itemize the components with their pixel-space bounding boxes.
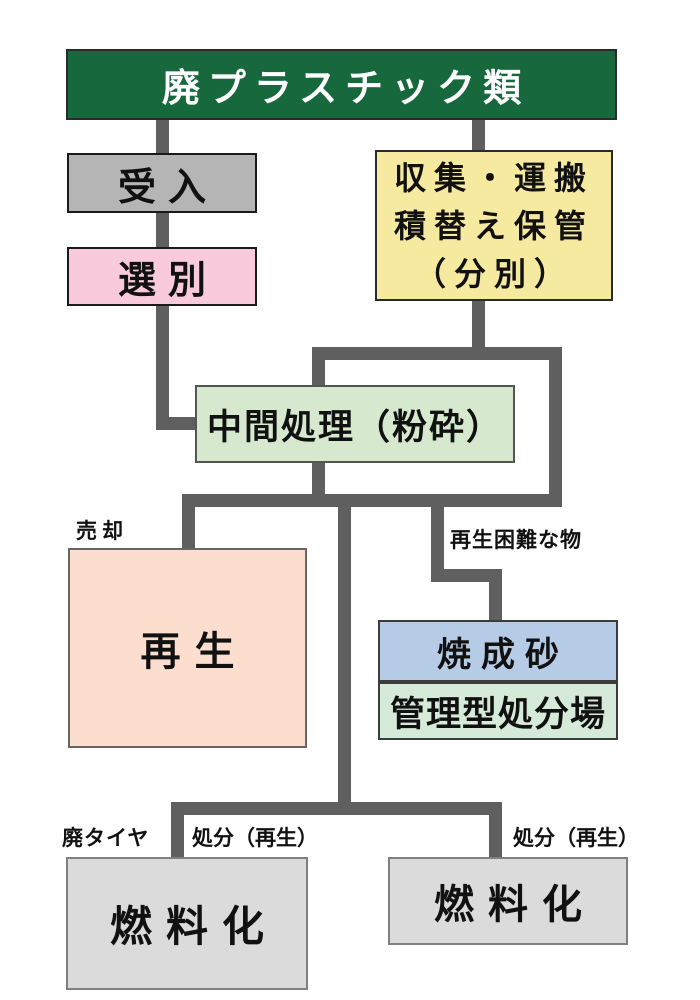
connector-senbetsu-elbow xyxy=(156,417,196,430)
node-collection-transport: 収集・運搬 積替え保管 （分別） xyxy=(375,150,613,301)
label-waste-tires: 廃タイヤ xyxy=(62,827,150,850)
label-sale: 売却 xyxy=(76,520,128,543)
connector-shushu-down xyxy=(472,301,485,353)
node-collection-line-3: （分別） xyxy=(413,255,574,292)
node-acceptance-label: 受入 xyxy=(117,166,218,209)
connector-to-shoseisa-v2 xyxy=(489,569,502,620)
node-fuel-conversion-left: 燃料化 xyxy=(66,857,308,990)
node-acceptance: 受入 xyxy=(67,153,257,213)
node-fuel-conversion-left-label: 燃料化 xyxy=(109,903,278,950)
node-fuel-conversion-right: 燃料化 xyxy=(388,857,628,945)
node-waste-plastics-label: 廃プラスチック類 xyxy=(161,68,530,110)
node-intermediate-processing: 中間処理（粉砕） xyxy=(195,385,515,463)
node-waste-plastics-header: 廃プラスチック類 xyxy=(66,49,617,120)
node-intermediate-processing-label: 中間処理（粉砕） xyxy=(206,407,503,447)
node-collection-line-2: 積替え保管 xyxy=(393,207,594,244)
connector-header-to-ukeire xyxy=(156,120,169,154)
connector-to-shoseisa-v1 xyxy=(431,494,444,582)
node-fired-sand-label: 焼成砂 xyxy=(437,635,569,674)
connector-header-to-shushu xyxy=(472,120,485,151)
connector-drop-to-nenryoka-right xyxy=(489,802,502,857)
label-disposal-recycle-right: 処分（再生） xyxy=(513,827,639,850)
node-recycling: 再生 xyxy=(68,548,307,748)
node-controlled-landfill: 管理型処分場 xyxy=(378,682,618,740)
node-sorting: 選別 xyxy=(67,247,257,306)
node-sorting-label: 選別 xyxy=(117,260,218,302)
connector-to-shoseisa-h xyxy=(431,569,502,582)
label-hard-to-recycle: 再生困難な物 xyxy=(450,529,582,552)
node-controlled-landfill-label: 管理型処分場 xyxy=(389,694,606,734)
connector-lower-horizontal xyxy=(171,802,502,815)
connector-mid-horizontal xyxy=(182,494,562,507)
node-recycling-label: 再生 xyxy=(140,630,249,674)
node-collection-line-1: 収集・運搬 xyxy=(393,159,594,196)
node-fuel-conversion-right-label: 燃料化 xyxy=(434,883,596,927)
connector-upper-horizontal xyxy=(312,347,562,360)
connector-drop-to-chukan xyxy=(312,347,325,386)
connector-ukeire-to-senbetsu xyxy=(156,213,169,248)
connector-senbetsu-down xyxy=(156,306,169,430)
connector-drop-to-nenryoka-left xyxy=(171,802,184,857)
connector-center-vertical xyxy=(338,494,351,815)
node-fired-sand: 焼成砂 xyxy=(378,620,618,682)
connector-right-bypass xyxy=(549,347,562,507)
label-disposal-recycle-left: 処分（再生） xyxy=(192,827,318,850)
connector-drop-to-saisei xyxy=(182,494,195,548)
